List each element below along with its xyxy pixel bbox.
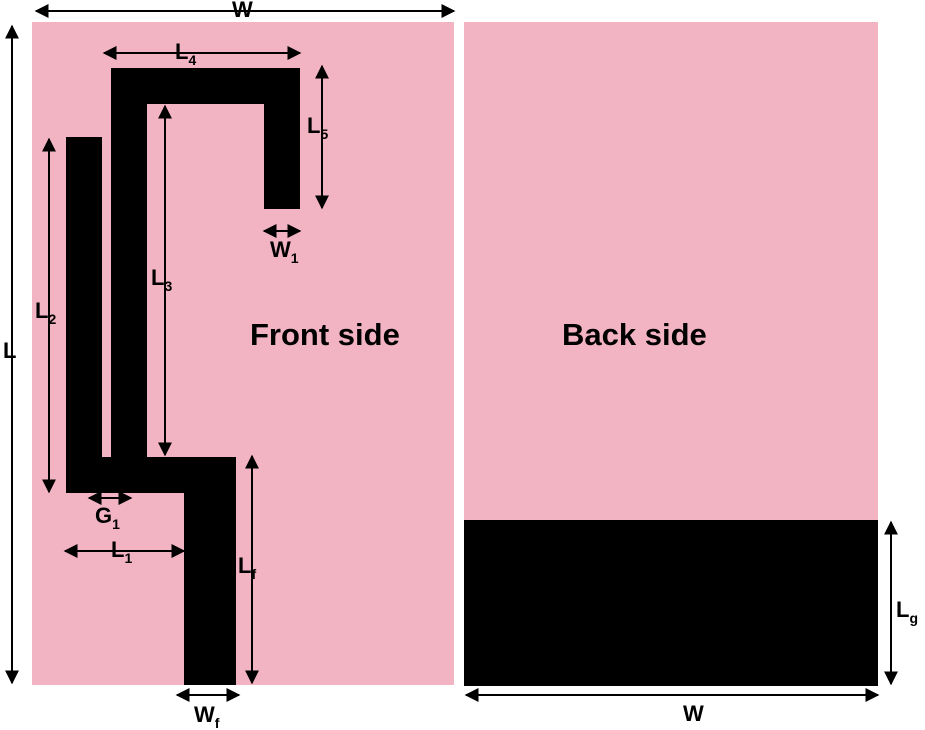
- dim-w1-label: W1: [270, 237, 299, 266]
- strip-l5: [264, 68, 300, 209]
- front-patch: [66, 68, 300, 685]
- dim-w-bottom-label: W: [683, 701, 704, 726]
- dim-l2-label: L2: [35, 298, 56, 327]
- dim-g1-label: G1: [95, 503, 120, 532]
- strip-l2: [66, 137, 102, 493]
- dim-l-label: L: [3, 338, 16, 363]
- dim-lf-label: Lf: [238, 553, 256, 582]
- dim-lg-label: Lg: [896, 597, 918, 626]
- strip-l3: [111, 68, 147, 460]
- dim-w-top-label: W: [232, 0, 253, 22]
- feed-line: [184, 457, 236, 685]
- back-side-title: Back side: [562, 317, 707, 352]
- dim-l3-label: L3: [151, 265, 172, 294]
- dim-wf-label: Wf: [194, 702, 220, 730]
- front-side-title: Front side: [250, 317, 400, 352]
- dim-l1-label: L1: [111, 537, 132, 566]
- front-substrate: [32, 22, 454, 685]
- dim-l5-label: L5: [307, 113, 328, 142]
- ground-plane: [464, 520, 878, 686]
- dim-l4-label: L4: [175, 39, 196, 68]
- back-substrate: [464, 22, 878, 520]
